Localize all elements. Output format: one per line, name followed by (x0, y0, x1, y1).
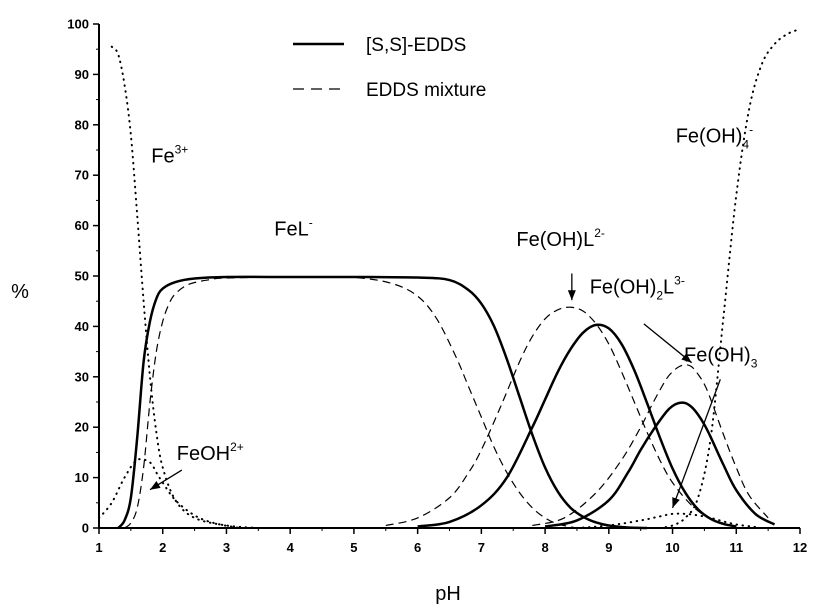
y-axis-title: % (11, 281, 29, 303)
species-label-base: Fe (151, 146, 174, 168)
species-label-fe3: Fe3+ (151, 143, 188, 168)
species-labels: Fe3+FeL-FeOH2+Fe(OH)L2-Fe(OH)2L3-Fe(OH)4… (151, 122, 757, 465)
x-tick-label: 3 (223, 540, 230, 555)
arrow-shaft (671, 379, 721, 509)
species-label-sup: - (309, 216, 313, 230)
y-tick-label: 40 (75, 319, 89, 334)
x-tick-label: 10 (665, 540, 679, 555)
y-tick-label: 60 (75, 218, 89, 233)
series-line-feoh2-dotted (98, 457, 241, 529)
y-tick-label: 0 (82, 521, 89, 536)
species-label-fel: FeL- (274, 216, 312, 241)
species-label-sup: 2+ (230, 440, 244, 454)
x-tick-label: 5 (350, 540, 357, 555)
x-tick-label: 12 (793, 540, 807, 555)
legend: [S,S]-EDDS EDDS mixture (293, 35, 486, 101)
x-tick-label: 1 (95, 540, 102, 555)
species-label-base: Fe(OH) (676, 125, 743, 147)
legend-label-dashed: EDDS mixture (366, 80, 486, 101)
species-label-sub: 2 (656, 289, 663, 303)
y-tick-label: 30 (75, 369, 89, 384)
series-line-fel-dashed (124, 276, 578, 529)
species-label-sup: - (749, 122, 753, 136)
x-axis-title: pH (435, 583, 461, 605)
y-ticks: 0 10 20 30 40 50 60 70 80 90 100 (67, 17, 99, 536)
x-tick-label: 2 (159, 540, 166, 555)
arrow-feoh2 (149, 469, 183, 491)
y-tick-label: 100 (67, 17, 89, 32)
arrow-head (681, 353, 692, 363)
series-line-fel-solid (117, 275, 648, 530)
plot-lines (98, 28, 801, 530)
arrow-shaft (643, 323, 693, 364)
x-tick-label: 7 (478, 540, 485, 555)
species-label-feoh4: Fe(OH)4- (676, 122, 753, 151)
species-label-feoh3: Fe(OH)3 (684, 345, 758, 371)
x-tick-label: 6 (414, 540, 421, 555)
series-line-feohl-solid (417, 323, 737, 528)
series-line-feoh2l-dashed (532, 364, 769, 527)
species-label-sup: 3+ (175, 143, 189, 157)
y-tick-label: 50 (75, 269, 89, 284)
species-label-base: Fe(OH) (590, 277, 657, 299)
species-label-feoh2l: Fe(OH)2L3- (590, 274, 685, 303)
series-line-feohl-dashed (385, 306, 737, 528)
arrow-head (149, 481, 161, 490)
arrow-feohl (567, 273, 576, 301)
species-label-sub: 4 (742, 137, 749, 151)
arrow-feoh2l (643, 323, 693, 364)
species-label-base: Fe(OH) (684, 345, 751, 367)
species-label-feoh2: FeOH2+ (177, 440, 244, 465)
series-line-fe3-dotted (110, 45, 260, 529)
x-tick-label: 8 (541, 540, 548, 555)
x-tick-label: 9 (605, 540, 612, 555)
species-label-sup: 3- (674, 274, 685, 288)
arrow-head (567, 290, 576, 301)
species-label-sup: 2- (594, 226, 605, 240)
species-label-base: FeOH (177, 443, 230, 465)
species-label-feohl: Fe(OH)L2- (516, 226, 604, 251)
species-label-base: Fe(OH)L (516, 229, 594, 251)
arrow-head (672, 497, 680, 508)
y-tick-label: 80 (75, 117, 89, 132)
x-tick-label: 4 (287, 540, 295, 555)
series-line-feoh4-dotted (658, 28, 801, 529)
species-label-base2: L (663, 277, 674, 299)
legend-label-solid: [S,S]-EDDS (366, 35, 466, 56)
series-line-feoh2l-solid (544, 401, 776, 528)
annotations (149, 273, 721, 509)
x-tick-label: 11 (729, 540, 743, 555)
y-tick-label: 10 (75, 470, 89, 485)
y-tick-label: 90 (75, 67, 89, 82)
y-tick-label: 70 (75, 168, 89, 183)
species-label-base: FeL (274, 219, 308, 241)
species-label-sub: 3 (751, 357, 758, 371)
y-tick-label: 20 (75, 420, 89, 435)
arrow-feoh3 (671, 379, 721, 509)
